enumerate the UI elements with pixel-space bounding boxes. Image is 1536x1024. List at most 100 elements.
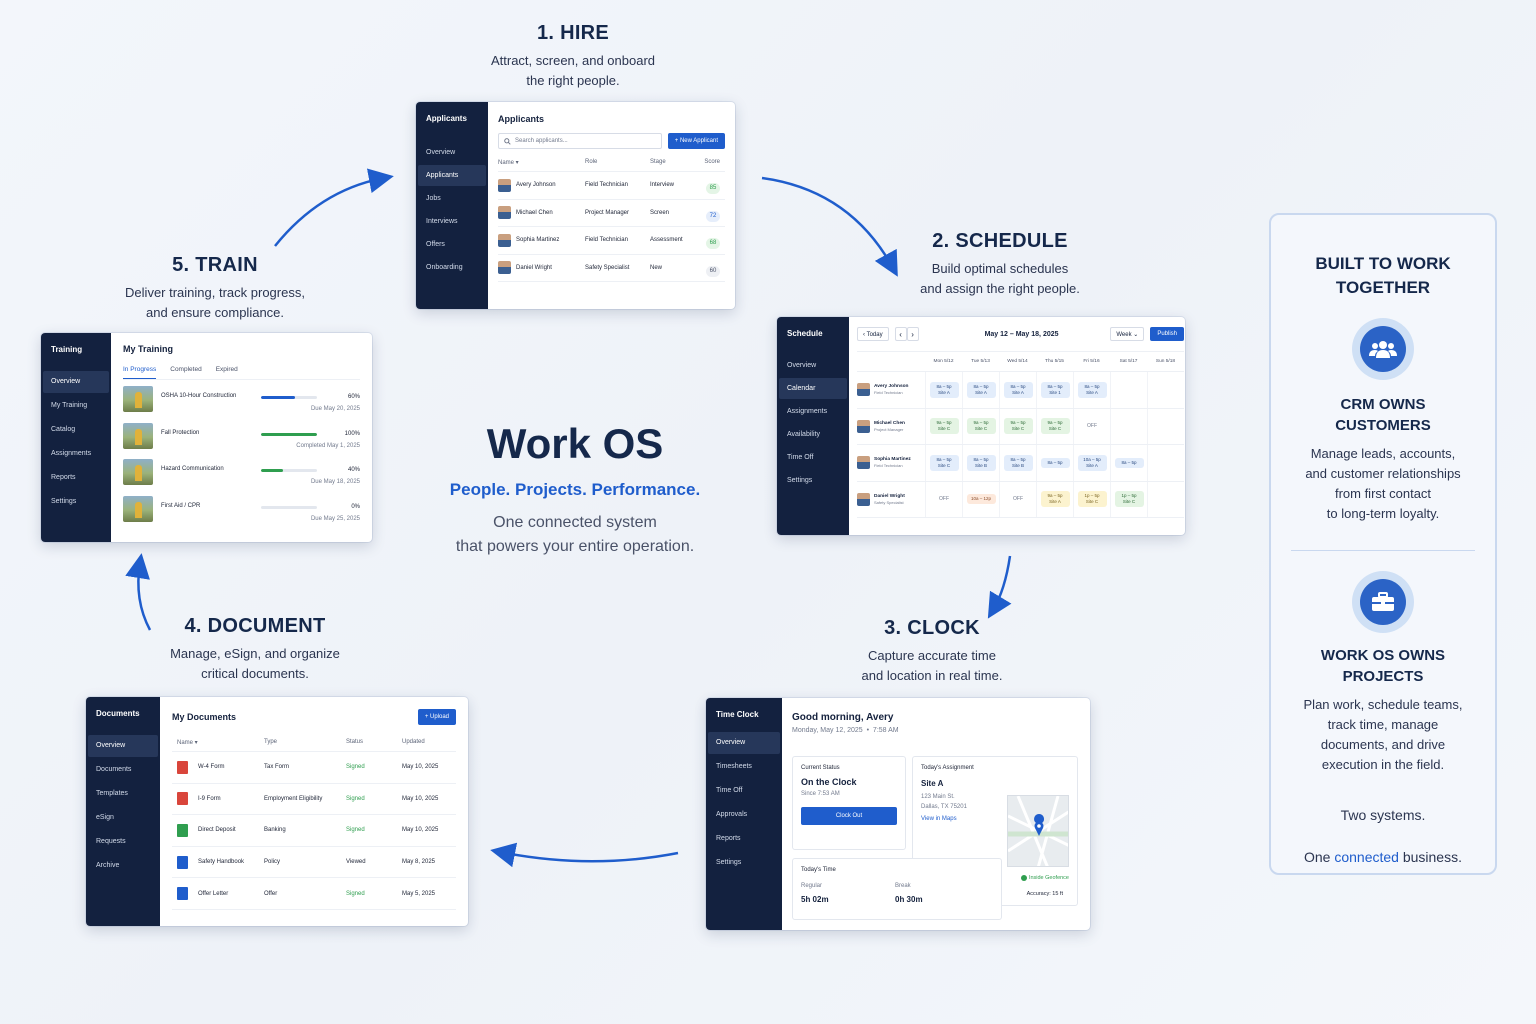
applicants-nav-interviews[interactable]: Interviews [426,218,458,225]
training-nav-overview[interactable]: Overview [43,371,109,393]
timeclock-nav-overview[interactable]: Overview [708,732,780,754]
shift-block[interactable]: 8a – 5p [1040,457,1070,468]
training-nav-reports[interactable]: Reports [51,474,76,481]
doc-col-type[interactable]: Type [264,739,278,745]
applicants-nav-jobs[interactable]: Jobs [426,195,441,202]
applicants-nav-offers[interactable]: Offers [426,241,445,248]
prev-week-button[interactable]: ‹ [894,327,907,341]
col-score[interactable]: Score [704,159,720,165]
step-hire-desc: Attract, screen, and onboard the right p… [490,53,656,88]
shift-block[interactable]: 9a – 5p Site C [966,418,996,435]
documents-nav-templates[interactable]: Templates [96,790,128,797]
upload-button[interactable]: + Upload [417,709,456,725]
applicants-nav-applicants[interactable]: Applicants [418,165,486,186]
crm-icon-circle [1352,318,1414,380]
shift-block[interactable]: 8a – 5p Site B [1003,454,1033,471]
today-button[interactable]: ‹ Today [857,327,889,341]
schedule-nav-assignments[interactable]: Assignments [787,408,828,415]
shift-block[interactable]: 10a – 5p Site A [1077,454,1107,471]
document-icon [177,823,188,837]
shift-block[interactable]: 8a – 5p Site A [1003,381,1033,398]
col-role[interactable]: Role [585,159,598,165]
shift-block[interactable]: 8a – 5p Site B [966,454,996,471]
timeclock-nav-reports[interactable]: Reports [716,835,741,842]
employee-name: Daniel Wright [874,493,905,499]
documents-nav-overview[interactable]: Overview [88,735,158,757]
view-in-maps-link[interactable]: View in Maps [921,816,957,822]
view-select[interactable]: Week ⌄ [1110,327,1145,341]
step-train-desc: Deliver training, track progress, and en… [125,285,305,320]
schedule-nav-time-off[interactable]: Time Off [787,454,814,461]
timeclock-nav-time-off[interactable]: Time Off [716,787,743,794]
shift-block[interactable]: 8a – 5p [1114,457,1144,468]
shift-block[interactable]: 8a – 5p Site 1 [1040,381,1070,398]
shift-block[interactable]: 1p – 5p Site C [1077,491,1107,508]
publish-button[interactable]: Publish [1150,327,1184,341]
training-nav-settings[interactable]: Settings [51,498,77,505]
employee-role: Field Technician [874,390,903,396]
tab-in-progress[interactable]: In Progress [123,366,157,379]
new-applicant-button[interactable]: + New Applicant [667,133,725,149]
tab-completed[interactable]: Completed [170,366,202,373]
schedule-nav-calendar[interactable]: Calendar [779,378,847,399]
clock-out-button[interactable]: Clock Out [801,807,897,825]
documents-nav-esign[interactable]: eSign [96,814,114,821]
timeclock-nav-approvals[interactable]: Approvals [716,811,748,818]
applicants-nav-overview[interactable]: Overview [426,149,456,156]
hero-desc-2: that powers your entire operation. [455,538,695,555]
shift-block[interactable]: 9a – 5p Site C [1040,418,1070,435]
schedule-nav-availability[interactable]: Availability [787,431,820,438]
next-week-button[interactable]: › [906,327,919,341]
document-icon [177,855,188,869]
timeclock-nav-settings[interactable]: Settings [716,859,742,866]
documents-title: My Documents [172,712,237,722]
col-name[interactable]: Name ▾ [498,160,519,166]
timeclock-sidebar: Time Clock Overview Timesheets Time Off … [706,698,782,930]
doc-col-status[interactable]: Status [346,739,364,745]
applicant-name: Avery Johnson [516,182,556,189]
shift-block[interactable]: 8a – 5p Site C [929,454,959,471]
tab-expired[interactable]: Expired [215,366,238,373]
footer-business: business. [1398,849,1462,865]
step-train: 5. TRAIN Deliver training, track progres… [90,254,340,323]
documents-nav-archive[interactable]: Archive [96,862,120,869]
training-nav-assignments[interactable]: Assignments [51,450,92,457]
doc-col-name[interactable]: Name ▾ [177,740,198,746]
doc-col-updated[interactable]: Updated [402,739,425,745]
documents-nav-requests[interactable]: Requests [96,838,126,845]
shift-block[interactable]: 1p – 5p Site C [1114,491,1144,508]
shift-block[interactable]: 8a – 5p Site A [966,381,996,398]
applicants-search[interactable]: Search applicants... [498,133,662,149]
shift-block[interactable]: 10a – 12p [966,494,996,505]
shift-block[interactable]: 9a – 5p Site C [1003,418,1033,435]
schedule-nav-settings[interactable]: Settings [787,477,813,484]
shift-block[interactable]: 8a – 5p Site A [929,381,959,398]
training-nav-catalog[interactable]: Catalog [51,426,76,433]
documents-nav-documents[interactable]: Documents [96,766,132,773]
timeclock-nav-timesheets[interactable]: Timesheets [716,763,752,770]
schedule-nav-overview[interactable]: Overview [787,362,817,369]
shift-block[interactable]: 9a – 5p Site A [1040,491,1070,508]
shift-block[interactable]: 9a – 5p Site C [929,418,959,435]
training-nav-my-training[interactable]: My Training [51,402,88,409]
applicants-nav-onboarding[interactable]: Onboarding [426,264,463,271]
map-thumbnail[interactable] [1007,795,1069,867]
shift-block[interactable]: 8a – 5p Site A [1077,381,1107,398]
score-badge: 68 [706,238,720,250]
document-name: I-9 Form [198,795,221,802]
col-stage[interactable]: Stage [650,159,666,165]
status-value: On the Clock [801,777,857,787]
